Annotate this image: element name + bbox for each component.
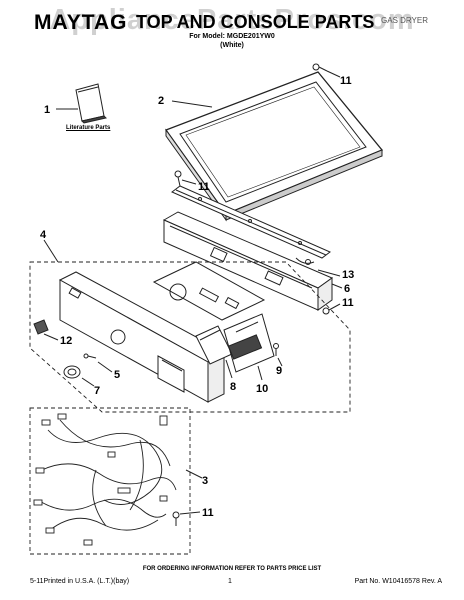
leader-11b xyxy=(181,179,197,185)
leader-6 xyxy=(331,283,343,289)
literature-parts-label: Literature Parts xyxy=(66,125,111,131)
callout-7: 7 xyxy=(94,385,100,397)
screw-board xyxy=(273,343,279,356)
callout-11-console: 11 xyxy=(342,297,354,309)
brand-logo: MAYTAG xyxy=(34,11,128,34)
leader-11a xyxy=(326,70,341,78)
console-panel xyxy=(58,271,225,403)
callout-3: 3 xyxy=(202,475,208,487)
callout-11-bracket: 11 xyxy=(198,181,210,193)
screw-top-right xyxy=(312,63,328,72)
leader-8 xyxy=(225,359,233,379)
leader-11d xyxy=(179,511,201,515)
page-number: 1 xyxy=(228,578,232,585)
callout-5: 5 xyxy=(114,369,120,381)
part-number: Part No. W10416578 Rev. A xyxy=(354,578,442,585)
leader-9 xyxy=(277,357,283,367)
model-line: For Model: MGDE201YW0 xyxy=(189,33,275,40)
wire-harness-box xyxy=(29,407,191,555)
callout-11-top: 11 xyxy=(340,75,352,87)
mounting-bracket xyxy=(171,185,331,259)
color-line: (White) xyxy=(220,42,244,49)
callout-9: 9 xyxy=(276,365,282,377)
top-panel xyxy=(164,71,384,222)
ribbon-connector xyxy=(33,319,49,335)
console-assembly-box xyxy=(29,261,351,413)
screw-knob xyxy=(83,353,97,359)
leader-4 xyxy=(43,239,59,263)
callout-6: 6 xyxy=(344,283,350,295)
callout-4: 4 xyxy=(40,229,47,241)
leader-7 xyxy=(81,377,95,387)
leader-11c xyxy=(328,303,341,311)
callout-8: 8 xyxy=(230,381,236,393)
leader-12 xyxy=(43,333,59,341)
leader-2 xyxy=(171,100,213,108)
leader-10 xyxy=(257,365,263,381)
callout-2: 2 xyxy=(158,95,164,107)
ordering-note: FOR ORDERING INFORMATION REFER TO PARTS … xyxy=(142,566,322,572)
leader-5 xyxy=(97,361,113,373)
wire-harness xyxy=(33,413,177,546)
screw-harness xyxy=(172,511,180,526)
print-info: 5-11Printed in U.S.A. (L.T.)(bay) xyxy=(30,578,130,585)
page-title: TOP AND CONSOLE PARTS xyxy=(136,12,375,32)
callout-12: 12 xyxy=(60,335,72,347)
literature-booklet xyxy=(75,83,107,124)
electronic-control xyxy=(223,313,275,373)
screw-console-right xyxy=(322,307,330,315)
callout-11-harness: 11 xyxy=(202,507,214,519)
leader-3 xyxy=(185,469,203,479)
callout-1: 1 xyxy=(44,104,50,116)
console-housing xyxy=(162,211,334,311)
user-interface-board xyxy=(152,261,266,321)
callout-13: 13 xyxy=(342,269,354,281)
leader-13 xyxy=(317,269,341,277)
callout-10: 10 xyxy=(256,383,268,395)
product-type: GAS DRYER xyxy=(381,16,428,25)
screw-bracket xyxy=(174,170,182,187)
selector-knob xyxy=(63,365,81,379)
